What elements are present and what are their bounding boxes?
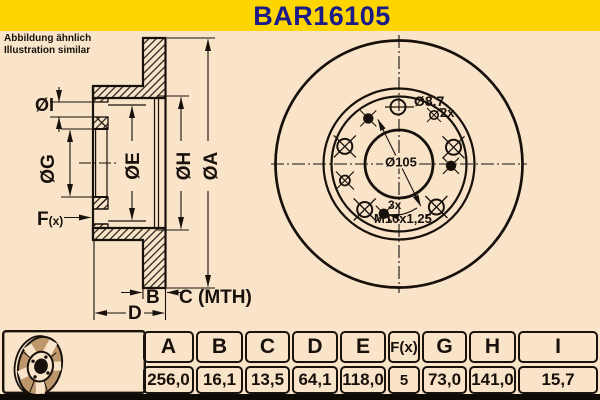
note-line-german: Abbildung ähnlich (4, 33, 92, 44)
label-screw-hole-diameter: Ø8,7 (414, 93, 445, 109)
table-header-cell: G (422, 331, 467, 363)
label-screw-hole-count: 2x (440, 105, 455, 120)
label-dia-a: ØA (201, 141, 222, 191)
label-f-count: F(x) (37, 210, 63, 229)
label-dia-h: ØH (174, 141, 195, 191)
note-line-english: Illustration similar (4, 44, 91, 56)
table-value-cell: 16,1 (196, 366, 243, 394)
table-value-cell: 13,5 (245, 366, 290, 394)
table-value-cell: 141,0 (469, 366, 516, 394)
label-dia-g: ØG (37, 154, 59, 184)
cross-section-view (50, 36, 215, 320)
label-d: D (126, 303, 144, 324)
label-c-mth: C (MTH) (179, 287, 252, 308)
thread-leader-arc (387, 207, 418, 220)
table-value-cell: 256,0 (143, 366, 194, 394)
hole-symbol-glyph (426, 107, 442, 123)
label-f: F (37, 209, 49, 230)
table-header-cell: C (245, 331, 290, 363)
table-value-cell: 118,0 (340, 366, 386, 394)
table-value-cell: 64,1 (292, 366, 338, 394)
table-header-cell: I (518, 331, 598, 363)
front-view (271, 35, 527, 293)
table-header-cell: D (292, 331, 338, 363)
part-number-title: BAR16105 (253, 1, 391, 31)
label-dia-e: ØE (123, 141, 144, 191)
table-header-cell: H (469, 331, 516, 363)
hole-cross-marks (333, 106, 465, 221)
bottom-border-bar (0, 394, 600, 400)
similarity-note: Abbildung ähnlich Illustration similar (4, 33, 91, 56)
securing-screw-hole (335, 171, 355, 190)
title-bar: BAR16105 (0, 0, 600, 31)
table-header-cell: A (143, 331, 194, 363)
threaded-holes (359, 110, 460, 223)
table-value-cell: 5 (388, 366, 420, 394)
brake-disc-icon (2, 330, 147, 397)
label-dia-i: ØI (35, 95, 55, 115)
dimension-table: A B C D E F(x) G H I 256,0 16,1 13,5 64,… (143, 331, 598, 394)
table-header-cell: F(x) (388, 331, 420, 363)
table-header-row: A B C D E F(x) G H I (143, 331, 598, 363)
table-value-row: 256,0 16,1 13,5 64,1 118,0 5 73,0 141,0 … (143, 366, 598, 394)
label-f-suffix: (x) (48, 214, 64, 228)
label-b: B (146, 287, 160, 308)
label-thread-spec: M10x1,25 (374, 211, 432, 226)
table-value-cell: 73,0 (422, 366, 467, 394)
table-header-cell: B (196, 331, 243, 363)
label-thread-count: 3x (388, 198, 402, 212)
table-value-cell: 15,7 (518, 366, 598, 394)
table-header-cell: E (340, 331, 386, 363)
label-bolt-circle-diameter: Ø105 (383, 154, 419, 170)
